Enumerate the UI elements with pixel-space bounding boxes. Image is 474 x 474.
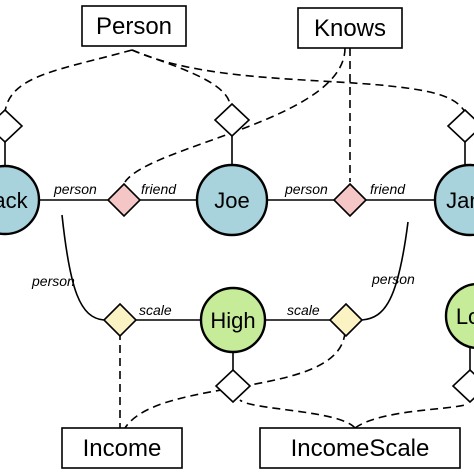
edge-label-person-1: person [53,181,97,197]
incomescale-type-link-right [354,404,466,429]
type-boxes [61,5,461,469]
type-connectors [0,102,474,404]
relation-links [4,136,471,370]
box-label-income-scale: IncomeScale [291,435,430,462]
box-label-knows: Knows [314,15,386,42]
box-knows [297,7,403,49]
box-person [81,5,187,47]
edge-label-friend-2: friend [370,181,406,197]
income-connector-jack [102,302,138,338]
incomescale-type-link-left [239,399,356,429]
edge-label-scale-1: scale [139,302,172,318]
type-connector-low [451,368,474,404]
box-label-income: Income [83,435,162,462]
node-label-jack: Jack [0,188,29,213]
node-label-low: Low [456,304,474,329]
person-type-link-left [4,49,133,113]
box-income-scale [259,427,461,469]
node-label-joe: Joe [214,188,249,213]
link-jack-income [61,214,105,321]
relation-connectors [102,182,368,338]
knows-connector-jack-joe [106,182,142,218]
node-joe [195,163,269,237]
type-connector-jack [0,108,24,144]
node-jack [0,164,41,236]
node-label-jane: Jane [446,188,474,213]
node-jane [433,163,474,237]
node-low [444,283,474,349]
box-label-person: Person [96,13,172,40]
edge-label-scale-2: scale [287,302,320,318]
nodes [0,163,474,354]
box-income [61,427,183,469]
type-connector-jane [446,108,474,144]
type-connector-high [214,368,252,404]
edge-label-person-3: person [31,273,75,289]
knows-connector-joe-jane [332,182,368,218]
type-connector-joe [213,102,251,138]
edge-label-person-2: person [284,181,328,197]
person-type-link-joe [131,49,231,105]
person-type-link-jane [131,49,466,113]
edge-label-friend-1: friend [141,181,177,197]
knows-type-link-jack-joe [124,47,346,183]
income-connector-jane [328,302,364,338]
link-jane-income [361,221,409,321]
edge-label-person-4: person [371,271,415,287]
node-label-high: High [210,308,255,333]
node-high [199,286,267,354]
